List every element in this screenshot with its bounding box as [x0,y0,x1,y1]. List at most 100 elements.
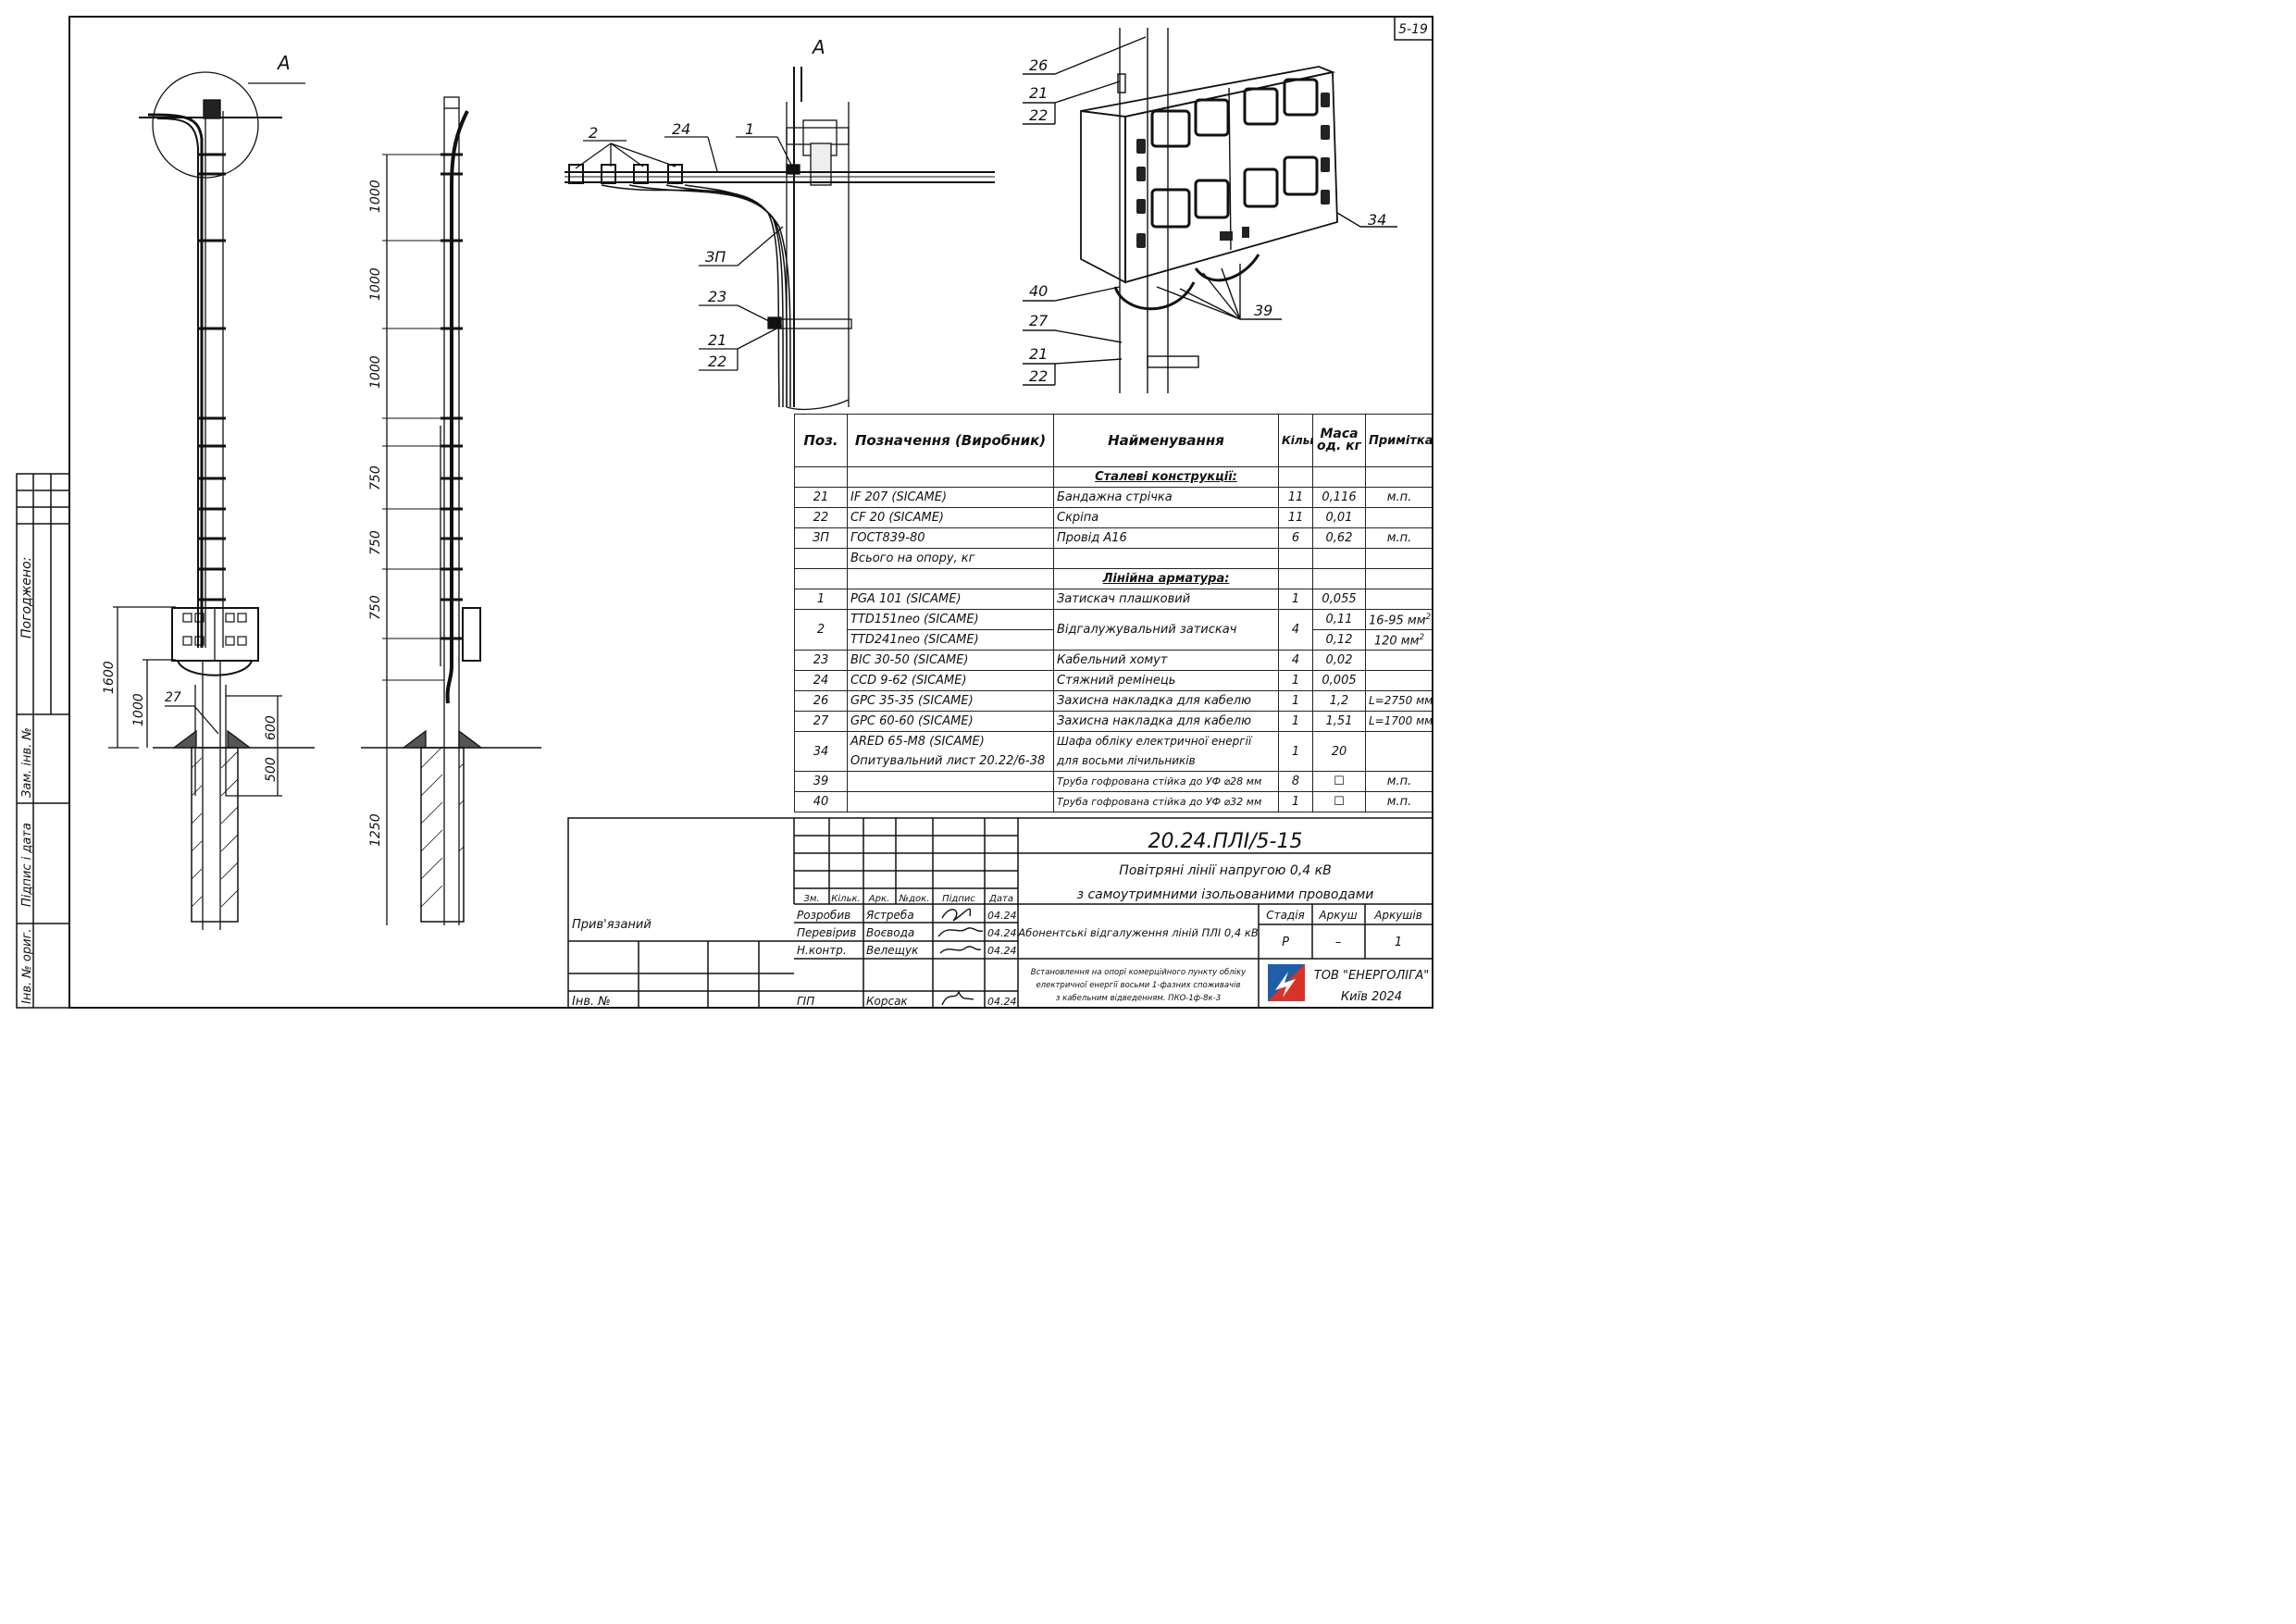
row-pos: 21 [794,487,848,508]
note-b-sup: 2 [1419,633,1425,643]
table-row: Всього на опору, кг [794,548,1433,569]
row-mass: 0,116 [1312,487,1366,508]
col-head-pidpys: Підпис [942,893,975,904]
dim-side-7: 1250 [368,813,383,847]
row-designation: IF 207 (SICAME) [847,487,1054,508]
row-qty: 1 [1278,711,1313,732]
row-note-b: 120 мм2 [1365,629,1433,651]
table-row: 23 BIC 30-50 (SICAME) Кабельний хомут 4 … [794,650,1433,671]
title-line-1: Повітряні лінії напругою 0,4 кВ [1119,863,1331,878]
row-qty: 4 [1278,609,1313,651]
note-a-sup: 2 [1425,613,1432,623]
date-developed: 04.24 [987,910,1017,922]
row-note [1365,548,1433,569]
drawing-sheet: 5-19 Погоджено: Зам. інв. № Підпис і дат… [16,16,1433,1009]
callout-26: 26 [1029,56,1048,74]
col-head-zm: Зм. [803,894,819,904]
row-pos: 2 [794,609,848,651]
row-mass: 20 [1312,731,1366,772]
row-note: м.п. [1365,771,1433,792]
head-name: Найменування [1053,414,1279,467]
row-pos: 22 [794,507,848,528]
name-checked: Воєвода [866,926,914,939]
title-line-2: з самоутримними ізольованими проводами [1077,887,1374,902]
title-code: 20.24.ПЛІ/5-15 [1148,830,1303,853]
head-designation: Позначення (Виробник) [847,414,1054,467]
row-name: Кабельний хомут [1053,650,1279,671]
detail-a-label-right: А [811,36,825,58]
row-qty: 11 [1278,507,1313,528]
head-mass: Маса од. кг [1312,414,1366,467]
dim-500: 500 [264,757,279,782]
title-block-grid [567,817,1433,1009]
section-steel: Сталеві конструкції: [1053,466,1279,488]
row-designation: PGA 101 (SICAME) [847,589,1054,610]
row-designation-b: Опитувальний лист 20.22/6-38 [850,754,1046,768]
company-logo [1268,964,1305,1001]
sign-date-label: Підпис і дата [20,823,34,907]
row-name-b: для восьми лічильників [1057,754,1196,767]
table-row: 26 GPC 35-35 (SICAME) Захисна накладка д… [794,690,1433,712]
callout-39: 39 [1254,302,1272,319]
date-checked: 04.24 [987,927,1017,939]
row-designation: BIC 30-50 (SICAME) [847,650,1054,671]
col-head-kilk: Кільк. [831,893,860,904]
row-name: Провід А16 [1053,527,1279,549]
callout-2: 2 [589,124,598,142]
row-name [1053,548,1279,569]
row-name: Стяжний ремінець [1053,670,1279,691]
table-row: 22 CF 20 (SICAME) Скріпа 11 0,01 [794,507,1433,528]
row-mass: 0,02 [1312,650,1366,671]
detail-a-view [565,67,995,411]
date-ncontrol: 04.24 [987,945,1017,957]
name-ncontrol: Велещук [866,944,919,957]
callout-34: 34 [1368,211,1386,229]
role-ncontrol: Н.контр. [797,944,847,957]
row-pos: 40 [794,791,848,812]
agreed-label: Погоджено: [19,557,34,638]
meter-cabinet-side [462,607,481,662]
sheet-title: Абонентські відгалуження ліній ПЛІ 0,4 к… [1017,926,1259,939]
row-note [1365,670,1433,691]
callout-21-mid: 21 [708,331,726,349]
row-mass [1312,548,1366,569]
cabinet-isometric-view [1023,28,1397,393]
row-name: Труба гофрована стійка до УФ ⌀28 мм [1053,771,1279,792]
col-head-ndok: №док. [899,894,930,904]
row-mass: 0,005 [1312,670,1366,691]
row-name: Скріпа [1053,507,1279,528]
city-year: Київ 2024 [1341,990,1402,1004]
row-name: Захисна накладка для кабелю [1053,711,1279,732]
dim-1600: 1600 [102,661,117,694]
callout-27: 27 [1029,312,1049,329]
row-mass: 0,055 [1312,589,1366,610]
row-pos: 24 [794,670,848,691]
row-name: Відгалужувальний затискач [1053,609,1279,651]
row-mass-b: 0,12 [1312,629,1366,651]
sheets-head: Аркушів [1373,909,1422,922]
row-qty: 8 [1278,771,1313,792]
role-checked: Перевірив [797,926,856,939]
table-row: 1 PGA 101 (SICAME) Затискач плашковий 1 … [794,589,1433,610]
dim-side-1: 1000 [368,180,383,213]
row-qty: 1 [1278,670,1313,691]
row-designation-a: ARED 65-M8 (SICAME) [850,735,985,749]
table-row: 2 TTD151neo (SICAME) Відгалужувальний за… [794,609,1433,651]
note-b-text: 120 мм [1373,634,1420,649]
replaced-inv-label: Зам. інв. № [20,727,34,798]
row-qty: 4 [1278,650,1313,671]
row-pos: 23 [794,650,848,671]
stage-head: Стадія [1266,909,1305,922]
callout-24: 24 [672,120,690,138]
callout-22-mid: 22 [708,353,726,370]
col-head-data: Дата [988,894,1013,904]
row-mass: ☐ [1312,791,1366,812]
row-note: м.п. [1365,487,1433,508]
table-row: ЗП ГОСТ839-80 Провід А16 6 0,62 м.п. [794,527,1433,549]
callout-1: 1 [745,120,754,138]
specification-table: Поз. Позначення (Виробник) Найменування … [794,414,1433,812]
section-fittings: Лінійна арматура: [1053,568,1279,589]
sheet-head: Аркуш [1318,909,1357,922]
row-designation: CCD 9-62 (SICAME) [847,670,1054,691]
row-note [1365,507,1433,528]
